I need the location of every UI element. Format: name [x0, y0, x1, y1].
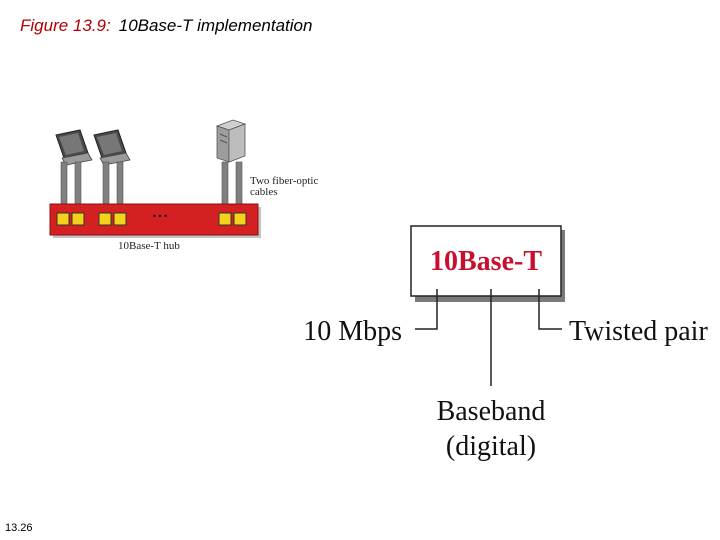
- hub-port: [56, 212, 70, 226]
- page-number: 13.26: [5, 522, 33, 534]
- connector-lines: [415, 289, 562, 386]
- hub: • • •: [49, 203, 261, 238]
- hub-port: [233, 212, 247, 226]
- hub-port: [113, 212, 127, 226]
- hub-dots: • • •: [153, 211, 167, 221]
- signal-label-line2: (digital): [446, 431, 536, 462]
- medium-label: Twisted pair: [569, 316, 708, 347]
- figure-title: Figure 13.9: 10Base-T implementation: [20, 16, 312, 36]
- hub-label: 10Base-T hub: [118, 240, 180, 252]
- hub-port: [218, 212, 232, 226]
- standard-box: [410, 225, 565, 302]
- server-icon: [215, 119, 247, 163]
- fiber-cables: [60, 161, 243, 213]
- figure-label: Figure 13.9:: [20, 16, 111, 35]
- laptop-icon-2: [93, 129, 131, 166]
- standard-name: 10Base-T: [430, 246, 542, 277]
- hub-port: [71, 212, 85, 226]
- signal-label-line1: Baseband: [437, 396, 546, 427]
- cable-label-line2: cables: [250, 186, 277, 198]
- speed-label: 10 Mbps: [303, 316, 402, 347]
- cable-label-line1: Two fiber-optic: [250, 175, 318, 187]
- hub-port: [98, 212, 112, 226]
- laptop-icon-1: [55, 129, 93, 166]
- figure-caption: 10Base-T implementation: [118, 16, 313, 35]
